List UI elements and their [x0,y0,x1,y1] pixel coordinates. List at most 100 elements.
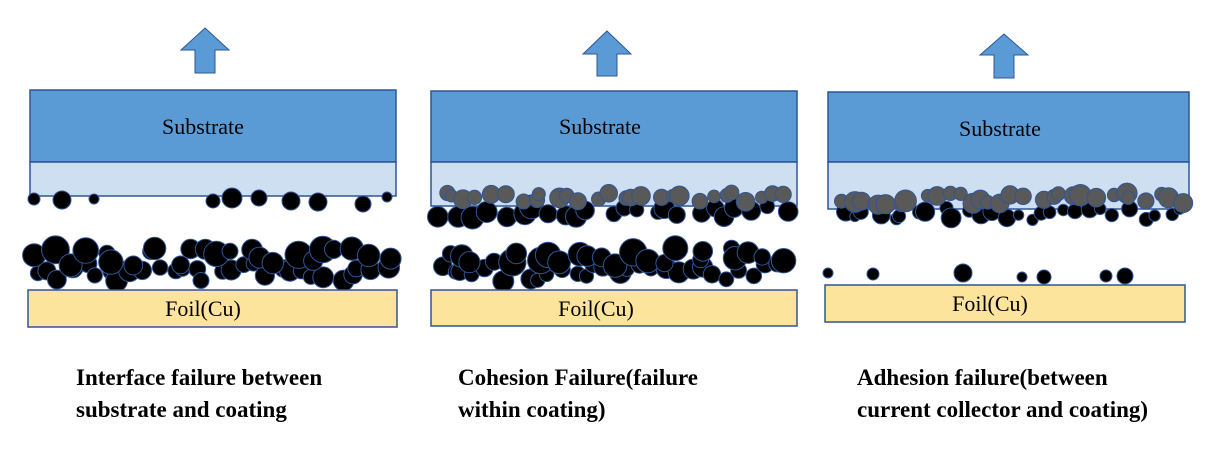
particle [221,242,239,260]
particle [702,265,722,284]
substrate-label: Substrate [959,116,1041,141]
caption-adhesion-failure: Adhesion failure(between current collect… [857,362,1148,426]
foil-block [824,284,1186,323]
foil-label: Foil(Cu) [558,296,634,321]
particle [538,204,558,224]
particle [852,191,871,211]
caption-line: Adhesion failure(between [857,365,1108,390]
particle [669,185,690,207]
caption-line: substrate and coating [76,397,287,422]
particle [602,253,628,278]
caption-line: current collector and coating) [857,397,1149,422]
particle [953,186,968,201]
particle [735,192,756,212]
particle [723,184,740,201]
coating-particles [834,182,1194,229]
substrate-block [827,91,1190,163]
particle [940,207,962,229]
particle [72,237,99,264]
particle [466,189,483,205]
particle [1099,269,1113,283]
particle [98,249,124,275]
particle [496,206,518,228]
particle [496,185,515,204]
particle [505,242,528,265]
particle [381,191,393,203]
particle [953,263,973,283]
panel-adhesion-failure: Substrate Foil(Cu) [822,33,1194,323]
particle [1116,267,1134,285]
substrate-label: Substrate [162,114,244,139]
caption-line: within coating) [458,397,606,422]
particle [822,267,834,279]
particle [1121,190,1136,205]
particle [379,247,402,270]
particle [631,186,651,206]
detached-particles-top [27,187,393,213]
particle [86,267,103,284]
particle [1104,208,1119,223]
particle [599,184,619,203]
particle [866,267,880,281]
pull-arrow-icon [581,30,633,77]
particle [531,187,546,202]
particle [142,236,167,261]
particle [1014,187,1032,206]
caption-interface-failure: Interface failure between substrate and … [76,362,322,426]
particle [1016,271,1028,283]
particle [568,192,587,211]
particle [707,189,721,204]
coating-particles-top [427,184,799,230]
foil-label: Foil(Cu) [952,291,1028,316]
particle [52,190,72,210]
foil-block [430,289,798,327]
particle [774,185,792,203]
caption-cohesion-failure: Cohesion Failure(failure within coating) [458,362,698,426]
coating-layer [29,161,397,197]
residual-particles-on-foil [822,263,1134,285]
particle [47,269,67,290]
particle [718,271,735,288]
particle [1137,192,1155,210]
particle [1148,209,1161,222]
particle [753,248,771,266]
particle [281,191,301,211]
particle [894,189,917,213]
particle [357,243,381,268]
pull-arrow-icon [978,33,1030,79]
particle [1036,269,1052,285]
particle [221,187,243,209]
particle [475,201,498,223]
coating-particles-bottom [433,235,797,293]
substrate-block [430,90,798,163]
substrate-label: Substrate [559,114,641,139]
caption-line: Cohesion Failure(failure [458,365,699,390]
particle [692,241,714,262]
particle [354,195,372,213]
particle [1173,193,1194,214]
panel-cohesion-failure: Substrate Foil(Cu) [427,30,799,327]
particle [427,206,449,228]
particle [250,189,268,207]
particle [777,201,799,222]
substrate-block [29,89,397,163]
particle [662,235,689,262]
coating-particles [22,235,402,293]
particle [151,259,169,276]
particle [1051,186,1066,202]
panel-interface-failure: Substrate Foil(Cu) [22,27,402,328]
foil-block [27,289,398,328]
particle [458,251,481,274]
particle [1012,209,1025,221]
particle [745,267,763,285]
particle [171,255,191,275]
particle [308,192,328,212]
particle [547,250,571,275]
particle [770,248,797,274]
foil-label: Foil(Cu) [165,296,241,321]
caption-line: Interface failure between [76,365,323,390]
particle [1086,187,1107,208]
particle [875,194,896,215]
particle [88,193,100,205]
